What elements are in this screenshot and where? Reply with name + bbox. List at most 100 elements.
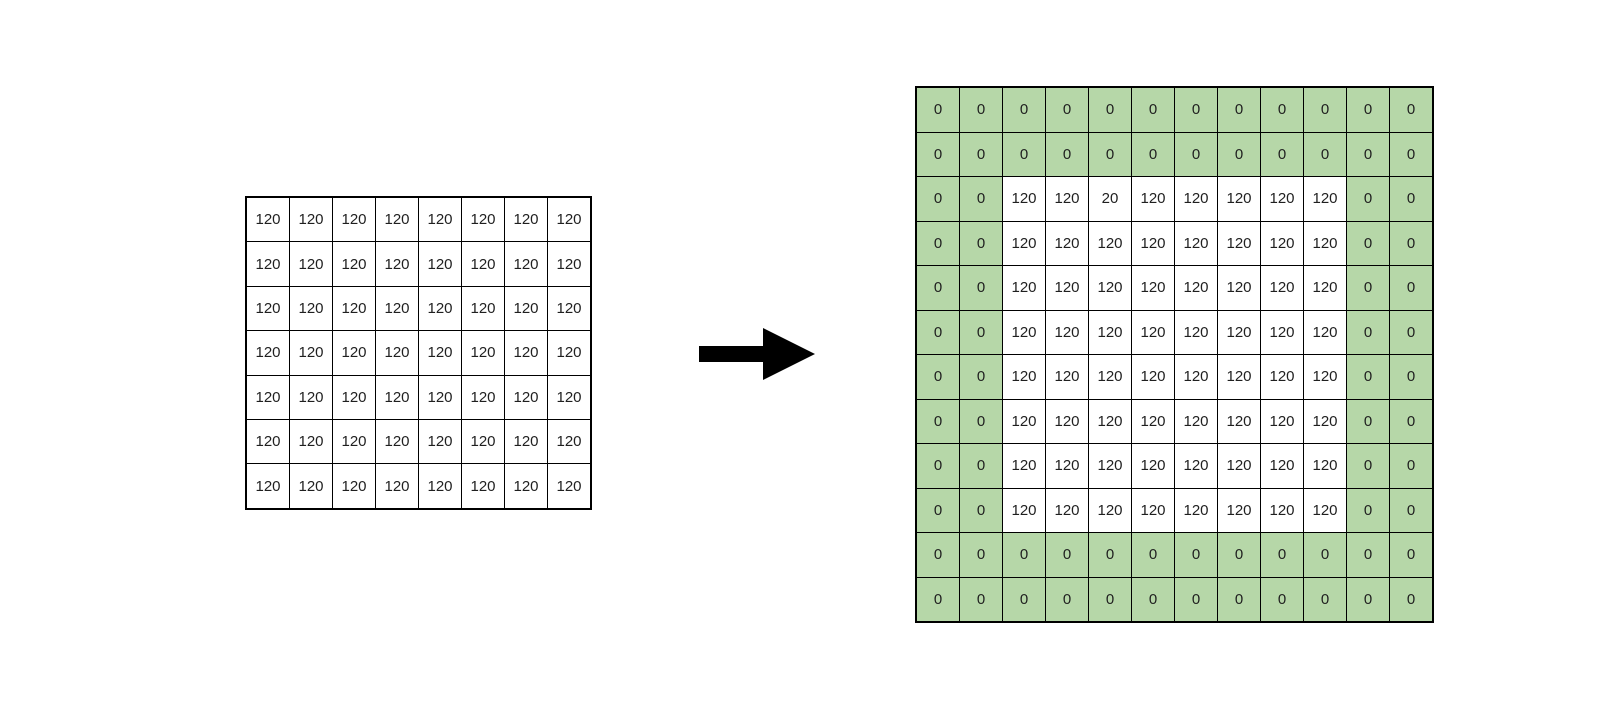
grid-cell: 0: [915, 576, 960, 623]
grid-cell: 0: [1174, 576, 1218, 623]
grid-cell: 0: [915, 354, 960, 400]
grid-cell: 0: [1088, 131, 1132, 177]
grid-cell: 120: [461, 463, 505, 510]
grid-cell: 120: [1260, 265, 1304, 311]
grid-cell: 120: [245, 330, 290, 376]
grid-cell: 0: [1346, 309, 1390, 355]
grid-cell: 0: [959, 487, 1003, 533]
grid-cell: 0: [959, 398, 1003, 444]
grid-cell: 120: [1217, 354, 1261, 400]
grid-cell: 120: [1303, 220, 1347, 266]
grid-cell: 120: [1174, 176, 1218, 222]
right-arrow-icon: [699, 328, 815, 380]
grid-cell: 0: [1389, 532, 1434, 578]
grid-cell: 120: [547, 285, 592, 332]
grid-cell: 120: [332, 374, 376, 420]
grid-cell: 0: [1303, 86, 1347, 133]
grid-cell: 120: [504, 463, 548, 510]
grid-cell: 0: [1389, 220, 1434, 266]
grid-cell: 120: [332, 285, 376, 332]
grid-cell: 120: [1002, 309, 1046, 355]
grid-cell: 120: [245, 241, 290, 287]
grid-cell: 0: [915, 86, 960, 133]
grid-cell: 120: [1260, 443, 1304, 489]
grid-cell: 120: [1045, 398, 1089, 444]
grid-cell: 120: [1131, 309, 1175, 355]
grid-cell: 120: [1303, 309, 1347, 355]
grid-cell: 120: [245, 463, 290, 510]
grid-cell: 120: [245, 418, 290, 465]
grid-cell: 120: [418, 463, 462, 510]
grid-cell: 120: [1045, 309, 1089, 355]
grid-cell: 120: [1217, 265, 1261, 311]
grid-cell: 0: [959, 176, 1003, 222]
grid-cell: 0: [1303, 131, 1347, 177]
grid-cell: 120: [1260, 398, 1304, 444]
grid-cell: 0: [1045, 576, 1089, 623]
grid-cell: 120: [1088, 443, 1132, 489]
grid-cell: 120: [1217, 487, 1261, 533]
grid-cell: 0: [1045, 86, 1089, 133]
grid-cell: 0: [1346, 487, 1390, 533]
grid-cell: 120: [289, 374, 333, 420]
grid-cell: 0: [1303, 532, 1347, 578]
grid-cell: 120: [1260, 176, 1304, 222]
grid-cell: 120: [332, 463, 376, 510]
grid-cell: 120: [418, 374, 462, 420]
grid-cell: 120: [1174, 354, 1218, 400]
grid-cell: 0: [959, 532, 1003, 578]
grid-cell: 0: [1131, 532, 1175, 578]
grid-cell: 120: [461, 241, 505, 287]
grid-cell: 0: [1002, 131, 1046, 177]
grid-cell: 0: [1217, 532, 1261, 578]
grid-cell: 0: [1002, 576, 1046, 623]
grid-cell: 0: [1174, 86, 1218, 133]
grid-cell: 120: [332, 196, 376, 243]
grid-cell: 0: [959, 309, 1003, 355]
grid-cell: 120: [418, 196, 462, 243]
grid-cell: 120: [1045, 487, 1089, 533]
grid-cell: 0: [1131, 131, 1175, 177]
grid-cell: 120: [1045, 265, 1089, 311]
grid-cell: 120: [375, 196, 419, 243]
grid-cell: 120: [1045, 354, 1089, 400]
grid-cell: 0: [1389, 354, 1434, 400]
grid-cell: 0: [959, 131, 1003, 177]
grid-cell: 120: [245, 374, 290, 420]
grid-cell: 0: [959, 443, 1003, 489]
grid-cell: 0: [1217, 86, 1261, 133]
grid-cell: 120: [1260, 220, 1304, 266]
grid-cell: 0: [1389, 443, 1434, 489]
grid-cell: 120: [1002, 220, 1046, 266]
grid-cell: 120: [1131, 265, 1175, 311]
grid-cell: 0: [915, 443, 960, 489]
grid-cell: 120: [547, 374, 592, 420]
grid-cell: 0: [1389, 176, 1434, 222]
grid-cell: 0: [1217, 131, 1261, 177]
grid-cell: 120: [332, 330, 376, 376]
grid-cell: 120: [1045, 443, 1089, 489]
grid-cell: 120: [375, 241, 419, 287]
grid-cell: 120: [1002, 487, 1046, 533]
grid-cell: 0: [1346, 354, 1390, 400]
grid-cell: 120: [289, 463, 333, 510]
grid-cell: 120: [1045, 220, 1089, 266]
grid-cell: 120: [289, 196, 333, 243]
grid-cell: 0: [1346, 576, 1390, 623]
grid-cell: 120: [1002, 354, 1046, 400]
grid-cell: 0: [915, 532, 960, 578]
grid-cell: 0: [959, 354, 1003, 400]
grid-cell: 120: [1217, 443, 1261, 489]
grid-cell: 0: [959, 576, 1003, 623]
grid-cell: 120: [1088, 487, 1132, 533]
grid-cell: 20: [1088, 176, 1132, 222]
